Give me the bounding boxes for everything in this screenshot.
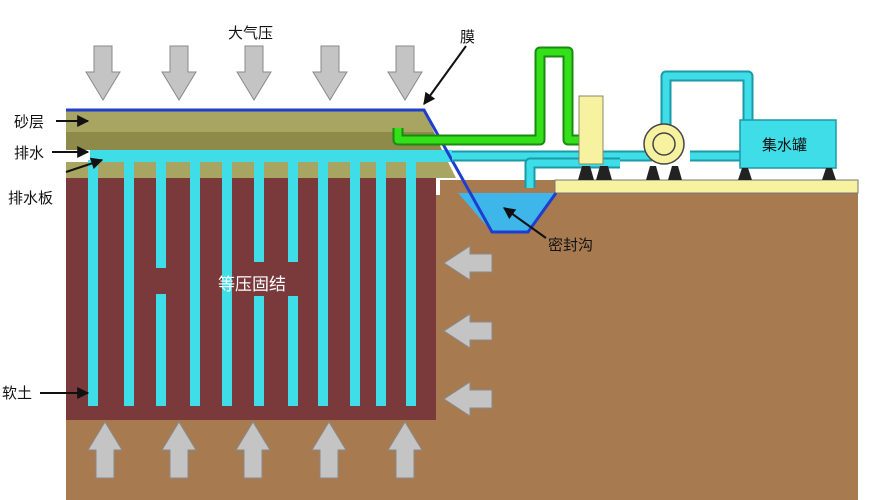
atmospheric-arrows [85,45,423,101]
label-soft-soil: 软土 [2,384,32,402]
tank-pipe-outline [660,70,754,128]
sand-layer-top [66,110,434,132]
drain-board [406,160,416,406]
tank-pipe [662,72,752,128]
arrow-left-icon [443,313,493,349]
drain-board [318,160,328,406]
arrow-down-icon [236,45,272,101]
arrow-up-icon [235,421,271,479]
drain-board [254,296,264,406]
equipment-legs [578,166,836,180]
membrane-line [66,108,558,234]
drain-board [288,296,298,406]
water-tank-icon [739,119,837,169]
drain-board [222,160,232,406]
arrow-down-icon [387,45,423,101]
label-sealing-trench: 密封沟 [548,236,593,254]
drain-header-pipe [90,150,452,162]
sand-layer-mid [66,132,442,150]
drain-board [190,160,200,406]
arrow-left-icon [443,245,493,281]
arrow-up-icon [311,421,347,479]
label-membrane: 膜 [460,28,475,46]
upward-arrows [87,421,423,479]
label-water-tank: 集水罐 [762,136,807,154]
arrow-up-icon [87,421,123,479]
drain-board [88,160,98,406]
arrow-down-icon [161,45,197,101]
label-sand-layer: 砂层 [14,113,44,131]
drain-board [156,294,166,406]
lateral-arrows [443,245,493,417]
pump-icon [643,123,685,165]
drain-board [156,160,166,268]
drain-board [350,160,360,406]
drain-board [376,160,386,406]
arrow-down-icon [312,45,348,101]
arrow-up-icon [387,421,423,479]
label-pointers [40,45,547,399]
equipment-platform [554,179,859,194]
label-drainage: 排水 [14,144,44,162]
label-drain-board: 排水板 [8,189,53,207]
drain-board [254,160,264,262]
drain-board [288,160,298,262]
drain-board [124,160,134,406]
arrow-up-icon [161,421,197,479]
arrow-left-icon [443,381,493,417]
filter-icon [578,95,604,165]
suction-pipe [394,48,580,144]
drain-boards [88,160,416,406]
label-atmospheric-pressure: 大气压 [228,24,273,42]
arrow-down-icon [85,45,121,101]
label-equal-pressure-consolidation: 等压固结 [218,275,286,295]
